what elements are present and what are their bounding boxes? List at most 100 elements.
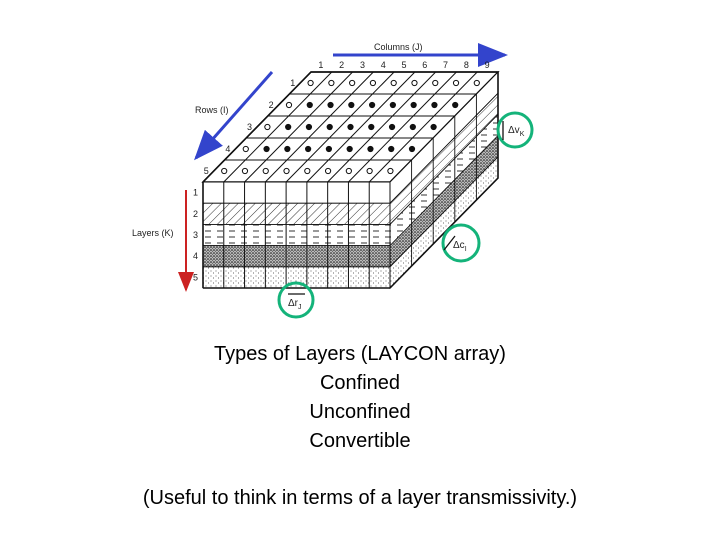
cell-node [264, 123, 271, 131]
grid-lines-group [202, 71, 499, 289]
cell-node [306, 101, 313, 109]
cell-node [368, 123, 375, 131]
layer-fill-group [201, 71, 500, 289]
cell-node [369, 101, 376, 109]
front-layer-band [202, 245, 391, 268]
transmissivity-note: (Useful to think in terms of a layer tra… [142, 487, 578, 509]
cell-node [305, 145, 312, 153]
layer-type-confined: Confined [319, 372, 401, 394]
layer-number: 5 [193, 272, 198, 282]
delta-c-highlight [441, 223, 481, 263]
layer-types-title: Types of Layers (LAYCON array) [214, 343, 506, 365]
layer-number: 2 [193, 209, 198, 219]
cell-node [241, 167, 249, 175]
delta-r-annotation: ΔrJ [277, 281, 315, 319]
column-number: 7 [443, 60, 448, 70]
delta-r-symbol: Δr [288, 298, 299, 309]
layer-number: 1 [193, 188, 198, 198]
cell-node [263, 145, 270, 153]
front-layer-band [202, 223, 391, 246]
cell-node [388, 145, 395, 153]
layer-numbers: 1 2 3 4 5 [193, 188, 198, 283]
delta-r-subscript: J [298, 304, 302, 311]
cell-node [284, 145, 291, 153]
delta-c-annotation: ΔcI [441, 223, 481, 263]
row-number: 1 [290, 78, 295, 88]
front-layer-band [202, 266, 391, 289]
cell-node [388, 123, 396, 131]
cell-node [367, 145, 374, 153]
cell-node [307, 79, 314, 87]
cell-node [452, 79, 460, 87]
front-layer-band [202, 202, 391, 225]
cell-node [431, 101, 438, 109]
row-number: 2 [269, 100, 274, 110]
delta-c-subscript: I [465, 246, 467, 253]
cell-node [328, 79, 335, 87]
delta-v-symbol: Δv [508, 125, 520, 136]
cell-node [430, 123, 437, 131]
cell-node [408, 145, 416, 153]
cell-node [345, 167, 352, 175]
cell-node [324, 167, 332, 175]
cell-node [410, 101, 417, 109]
layer-number: 4 [193, 251, 198, 261]
cell-node [346, 145, 353, 153]
row-number: 4 [225, 144, 230, 154]
svg-text:ΔcI: ΔcI [453, 240, 467, 253]
svg-text:ΔrJ: ΔrJ [288, 298, 302, 311]
front-layer-band [202, 181, 391, 204]
cell-node [325, 145, 332, 153]
delta-c-symbol: Δc [453, 240, 465, 251]
cell-node [221, 167, 228, 175]
cell-node [285, 123, 292, 131]
cell-node [327, 101, 334, 109]
rows-label: Rows (I) [195, 105, 229, 115]
cell-node [347, 123, 354, 131]
cell-node [387, 167, 394, 175]
rows-arrow [194, 71, 274, 161]
cell-node [452, 101, 459, 109]
cell-node [283, 167, 290, 175]
column-number: 1 [318, 60, 323, 70]
cell-node [285, 101, 293, 109]
cell-node [262, 167, 269, 175]
column-number: 5 [402, 60, 407, 70]
layer-type-convertible: Convertible [309, 430, 411, 452]
column-number: 9 [485, 60, 490, 70]
column-number: 6 [422, 60, 427, 70]
cell-node-group [221, 79, 480, 175]
cell-node [473, 79, 480, 87]
cell-node [432, 79, 439, 87]
delta-v-subscript: K [520, 131, 525, 138]
cell-node [390, 79, 397, 87]
column-number: 4 [381, 60, 386, 70]
finite-difference-grid-diagram: Columns (J) Rows (I) Layers (K) 1 2 3 4 5 6 7 8… [132, 42, 534, 319]
columns-label: Columns (J) [374, 42, 423, 52]
cell-node [411, 79, 418, 87]
cell-node [349, 79, 356, 87]
delta-v-annotation: ΔvK [496, 111, 534, 149]
column-numbers: 1 2 3 4 5 6 7 8 9 [318, 60, 489, 70]
column-number: 3 [360, 60, 365, 70]
cell-node [409, 123, 416, 131]
layer-type-unconfined: Unconfined [309, 401, 411, 423]
row-number: 5 [204, 166, 209, 176]
cell-node [369, 79, 377, 87]
column-number: 2 [339, 60, 344, 70]
cell-node [348, 101, 355, 109]
cell-node [305, 123, 313, 131]
layer-number: 3 [193, 230, 198, 240]
cell-node [389, 101, 396, 109]
cell-node [242, 145, 249, 153]
row-number: 3 [247, 122, 252, 132]
row-numbers: 1 2 3 4 5 [204, 78, 295, 176]
cell-node [326, 123, 333, 131]
cell-node [366, 167, 373, 175]
svg-text:ΔvK: ΔvK [508, 125, 525, 138]
cell-node [304, 167, 311, 175]
grid-outline [202, 71, 499, 289]
column-number: 8 [464, 60, 469, 70]
layers-label: Layers (K) [132, 228, 174, 238]
delta-r-highlight [277, 281, 315, 319]
